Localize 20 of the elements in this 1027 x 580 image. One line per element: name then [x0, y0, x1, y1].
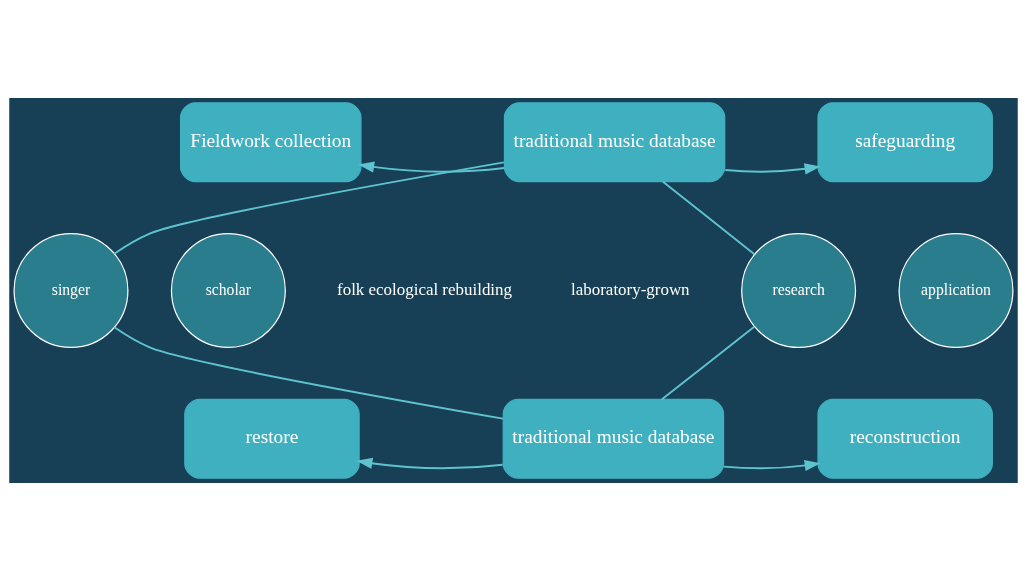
node-box: Fieldwork collection	[179, 101, 362, 182]
label: folk ecological rebuilding	[337, 279, 512, 299]
node-circle: research	[741, 232, 857, 348]
node-box: safeguarding	[817, 101, 993, 182]
arrow	[722, 459, 821, 471]
node-box: reconstruction	[817, 398, 993, 479]
node-circle: application	[898, 232, 1014, 348]
arrow	[358, 160, 506, 173]
arrow	[724, 162, 821, 174]
node-box: traditional music database	[503, 101, 726, 182]
connector	[660, 325, 756, 400]
node-circle: singer	[13, 232, 129, 348]
node-circle: scholar	[170, 232, 286, 348]
label: laboratory-grown	[571, 279, 690, 299]
node-box: traditional music database	[502, 398, 725, 479]
connector	[113, 160, 505, 255]
connector	[113, 325, 504, 420]
arrow	[356, 457, 504, 469]
node-box: restore	[184, 398, 360, 479]
connector	[662, 180, 756, 255]
